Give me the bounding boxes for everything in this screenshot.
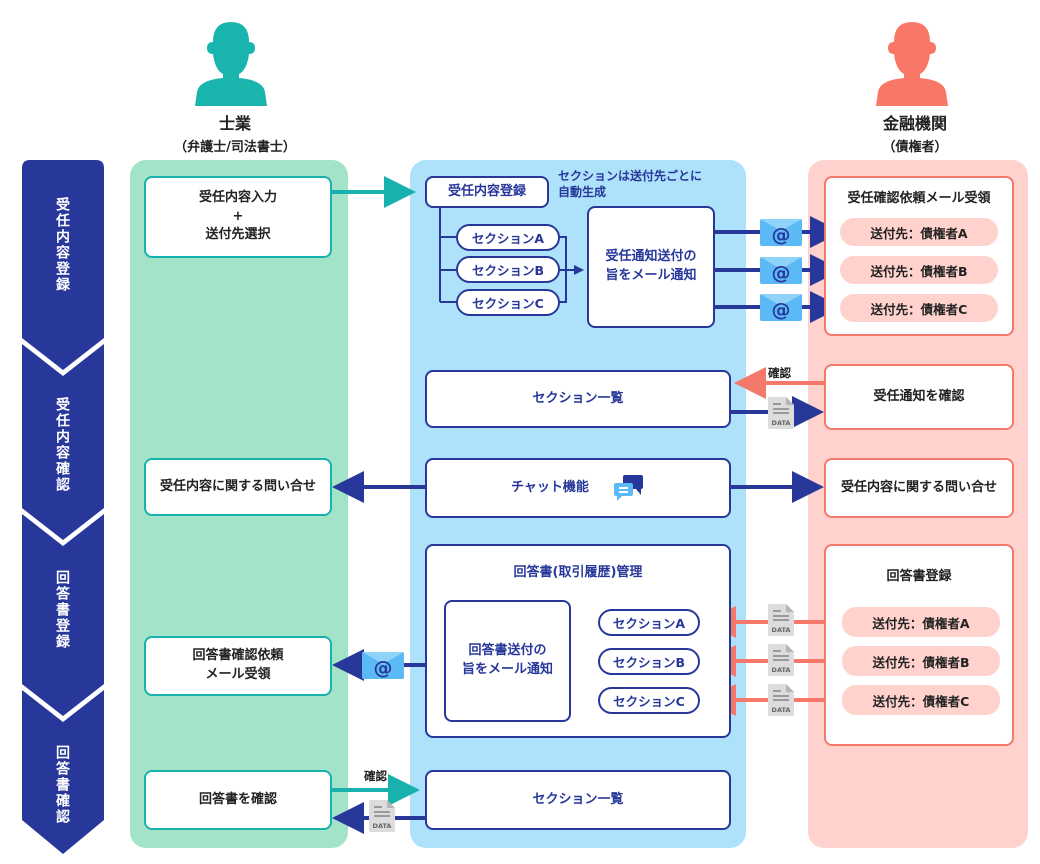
chat-feature-box: チャット機能 — [425, 458, 731, 518]
select-label: 送付先選択 — [205, 227, 271, 243]
auto-note-line2: 自動生成 — [558, 185, 607, 200]
stage-label: 受任内容登録 — [54, 197, 70, 293]
section-pill: セクションB — [598, 648, 700, 675]
recipient-pill: 送付先：債権者B — [842, 646, 1000, 676]
email-icon: @ — [362, 652, 404, 683]
notify-line2: 旨をメール通知 — [605, 268, 697, 283]
section-pill: セクションA — [456, 224, 560, 251]
svg-text:@: @ — [772, 262, 791, 284]
creditor-inquiry-box: 受任内容に関する問い合せ — [824, 458, 1014, 518]
email-icon: @ — [760, 219, 802, 250]
creditor-name: 金融機関 — [882, 114, 947, 133]
svg-text:@: @ — [374, 657, 393, 679]
svg-text:@: @ — [772, 299, 791, 321]
notify-mail-box: 受任通知送付の 旨をメール通知 — [587, 206, 715, 328]
lawyer-name: 士業 — [218, 114, 251, 133]
section-merge-top — [558, 236, 582, 303]
creditor-subtitle: （債権者） — [882, 140, 948, 155]
recipient-pill: 送付先：債権者C — [842, 685, 1000, 715]
email-icon: @ — [760, 294, 802, 325]
svg-text:DATA: DATA — [772, 626, 791, 634]
recipient-pill: 送付先：債権者A — [840, 218, 998, 246]
stage-label: 受任内容確認 — [54, 397, 70, 493]
stage-chevron-4 — [22, 690, 104, 854]
confirm-notice-box: 受任通知を確認 — [824, 364, 1014, 430]
section-tree-top — [439, 205, 458, 303]
svg-text:DATA: DATA — [772, 666, 791, 674]
reply-notify-box: 回答書送付の 旨をメール通知 — [444, 600, 571, 722]
data-file-icon: DATA — [768, 644, 794, 680]
stage-label: 回答書確認 — [54, 745, 70, 825]
stage-label: 回答書登録 — [54, 570, 70, 650]
reply-notify-line2: 旨をメール通知 — [461, 662, 553, 677]
stage-chevron-1 — [22, 160, 104, 370]
data-file-icon: DATA — [369, 800, 395, 836]
input-and-select-box: 受任内容入力 + 送付先選択 — [144, 176, 332, 258]
reply-mail-receive-box: 回答書確認依頼 メール受領 — [144, 636, 332, 696]
stage-column — [22, 160, 104, 854]
section-list-box: セクション一覧 — [425, 770, 731, 830]
section-list-box: セクション一覧 — [425, 370, 731, 428]
data-file-icon: DATA — [768, 684, 794, 720]
reply-mail-line2: メール受領 — [205, 667, 271, 682]
recipient-pill: 送付先：債権者C — [840, 294, 998, 322]
auto-generate-note: セクションは送付先ごとに 自動生成 — [558, 168, 702, 200]
lawyer-actor-label: 士業 （弁護士/司法書士） — [150, 110, 320, 155]
stage-chevron-3 — [22, 514, 104, 716]
section-pill: セクションC — [598, 687, 700, 714]
section-pill: セクションA — [598, 609, 700, 636]
svg-text:DATA: DATA — [772, 419, 791, 427]
chat-label: チャット機能 — [511, 479, 589, 495]
recipient-pill: 送付先：債権者B — [840, 256, 998, 284]
confirm-label: 確認 — [364, 769, 387, 783]
stage-chevron-2 — [22, 344, 104, 540]
svg-text:DATA: DATA — [373, 822, 392, 830]
svg-text:@: @ — [772, 224, 791, 246]
data-file-icon: DATA — [768, 397, 794, 433]
section-pill: セクションC — [456, 289, 560, 316]
lawyer-subtitle: （弁護士/司法書士） — [174, 140, 296, 155]
email-icon: @ — [760, 257, 802, 288]
register-box: 受任内容登録 — [425, 176, 549, 208]
reply-notify-line1: 回答書送付の — [468, 643, 547, 659]
data-file-icon: DATA — [768, 604, 794, 640]
input-label: 受任内容入力 — [198, 189, 277, 205]
creditor-person-icon — [876, 22, 948, 106]
check-reply-box: 回答書を確認 — [144, 770, 332, 830]
auto-note-line1: セクションは送付先ごとに — [558, 169, 703, 183]
svg-text:DATA: DATA — [772, 706, 791, 714]
chat-bubbles-icon — [613, 475, 643, 501]
lawyer-person-icon — [195, 22, 267, 106]
plus-label: + — [232, 208, 244, 224]
lawyer-inquiry-box: 受任内容に関する問い合せ — [144, 458, 332, 516]
section-pill: セクションB — [456, 256, 560, 283]
creditor-actor-label: 金融機関 （債権者） — [830, 110, 1000, 155]
confirm-label: 確認 — [768, 366, 791, 380]
reply-register-box: 回答書登録 — [824, 544, 1014, 746]
recipient-pill: 送付先：債権者A — [842, 607, 1000, 637]
notify-line1: 受任通知送付の — [605, 249, 697, 265]
reply-mail-line1: 回答書確認依頼 — [192, 648, 284, 664]
